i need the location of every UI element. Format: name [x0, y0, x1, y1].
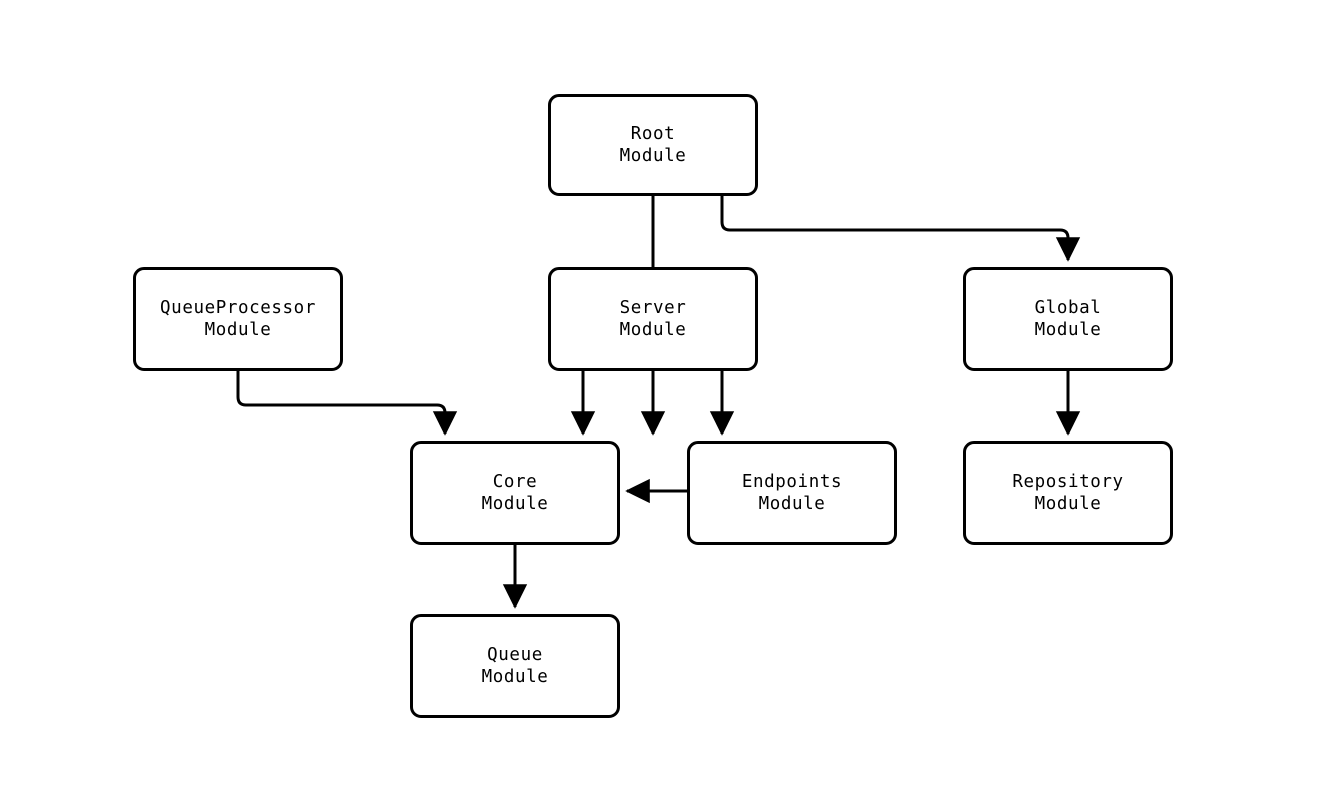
- node-endpoints-module[interactable]: Endpoints Module: [687, 441, 897, 545]
- node-queue-module-line2: Module: [481, 667, 549, 687]
- node-root-module[interactable]: Root Module: [548, 94, 758, 196]
- node-root-module-line2: Module: [619, 146, 687, 166]
- node-repository-module-line2: Module: [1034, 494, 1102, 514]
- node-repository-module[interactable]: Repository Module: [963, 441, 1173, 545]
- node-repository-module-line1: Repository: [1012, 472, 1124, 492]
- node-root-module-line1: Root: [630, 124, 676, 144]
- node-global-module-line1: Global: [1034, 298, 1102, 318]
- node-queue-module-line1: Queue: [487, 645, 543, 665]
- node-queueprocessor-module[interactable]: QueueProcessor Module: [133, 267, 343, 371]
- node-server-module[interactable]: Server Module: [548, 267, 758, 371]
- edge-root-global: [720, 196, 1081, 262]
- node-core-module-line1: Core: [492, 472, 538, 492]
- node-queueprocessor-module-line2: Module: [204, 320, 272, 340]
- node-global-module[interactable]: Global Module: [963, 267, 1173, 371]
- node-core-module-line2: Module: [481, 494, 549, 514]
- node-global-module-line2: Module: [1034, 320, 1102, 340]
- node-endpoints-module-line1: Endpoints: [741, 472, 843, 492]
- node-endpoints-module-line2: Module: [758, 494, 826, 514]
- node-queueprocessor-module-line1: QueueProcessor: [160, 298, 316, 318]
- node-server-module-line2: Module: [619, 320, 687, 340]
- node-core-module[interactable]: Core Module: [410, 441, 620, 545]
- node-queue-module[interactable]: Queue Module: [410, 614, 620, 718]
- edge-queueprocessor-core: [236, 371, 458, 436]
- node-server-module-line1: Server: [619, 298, 687, 318]
